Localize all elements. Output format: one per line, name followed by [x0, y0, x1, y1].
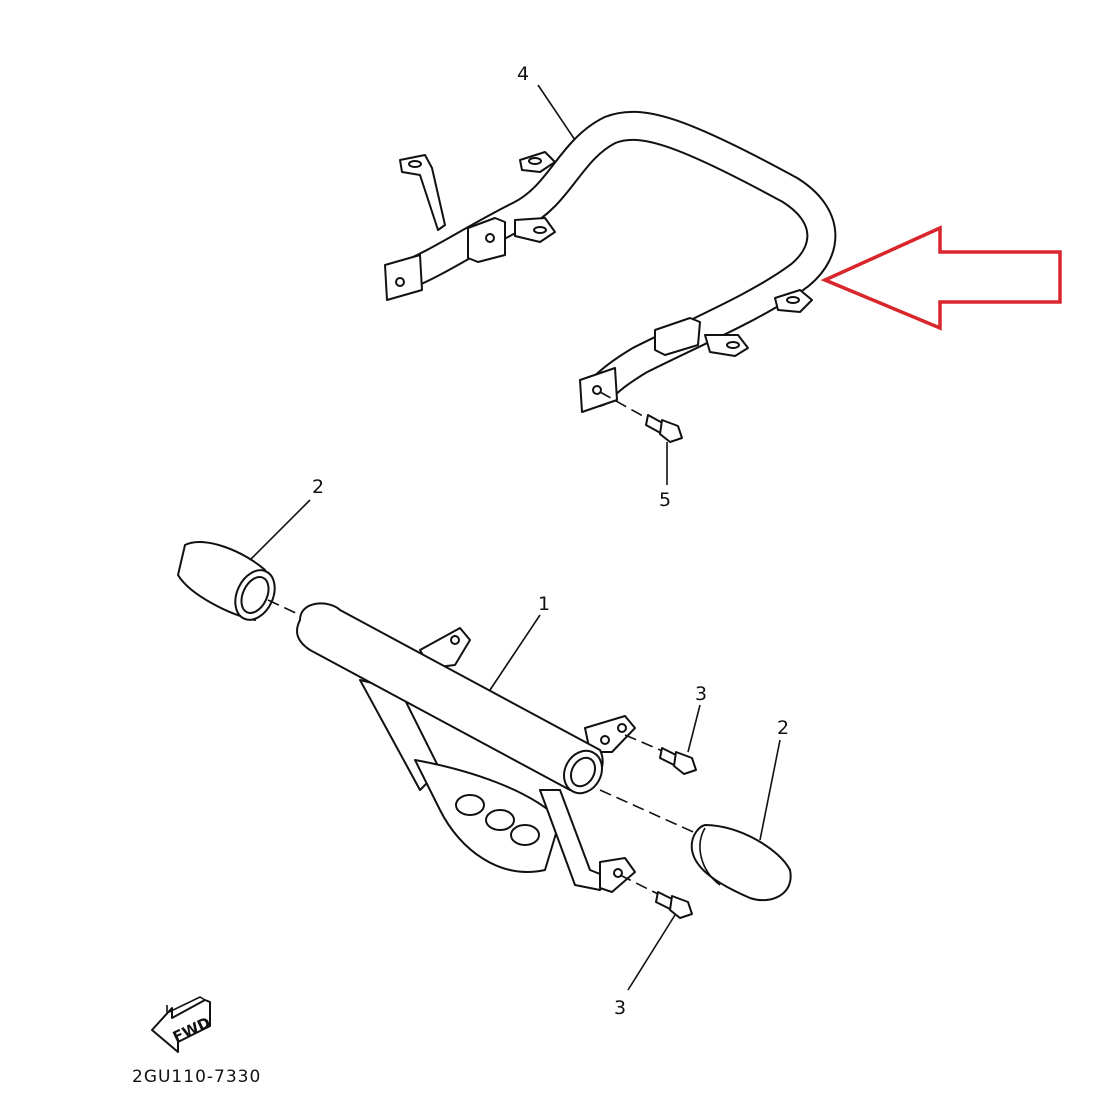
- callout-3-upper: 3: [695, 683, 707, 705]
- bolt-5: [599, 391, 683, 443]
- leader-lines: [249, 84, 781, 991]
- front-guard-frame: [359, 627, 636, 893]
- end-cap-right: [599, 789, 792, 902]
- bolt-3-lower: [619, 874, 693, 919]
- fwd-arrow-icon: FWD: [151, 996, 213, 1053]
- callout-4: 4: [517, 63, 529, 85]
- part-code: 2GU110-7330: [132, 1067, 261, 1087]
- callout-2-left: 2: [312, 476, 324, 498]
- callout-5: 5: [659, 489, 671, 511]
- bolt-3-upper: [624, 734, 697, 775]
- rear-grab-bar: [384, 110, 837, 413]
- highlight-arrow: [820, 225, 1062, 331]
- callout-2-right: 2: [777, 717, 789, 739]
- callout-3-lower: 3: [614, 997, 626, 1019]
- callout-1: 1: [538, 593, 550, 615]
- front-bar-tube: [296, 602, 604, 795]
- end-cap-left: [177, 541, 301, 621]
